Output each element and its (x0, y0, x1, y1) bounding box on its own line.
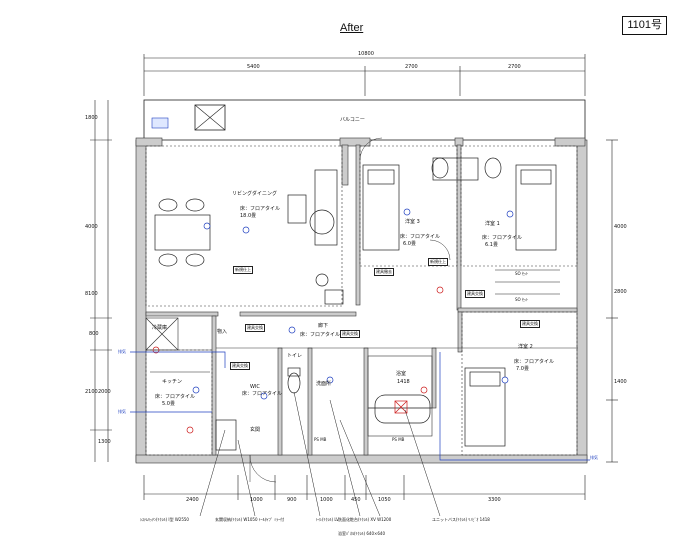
room-bath-size: 1418 (397, 379, 410, 385)
dimension-right-3: 1400 (614, 379, 627, 385)
dimension-left-4: 2100 (85, 389, 98, 395)
room-bedroom1-name: 洋室 1 (485, 221, 500, 227)
tag-change-1: 建具交換 (465, 290, 485, 298)
tag-change-4: 建具交換 (340, 330, 360, 338)
dimension-bottom-6: 1050 (378, 497, 391, 503)
room-bedroom2-finish: 床：フロアタイル (514, 359, 555, 365)
dimension-top-2: 2700 (405, 64, 418, 70)
tag-exhaust-2: 排気 (118, 409, 126, 414)
dimension-top-total: 10800 (358, 51, 374, 57)
dimension-right-2: 2800 (614, 289, 627, 295)
dimension-top-3: 2700 (508, 64, 521, 70)
note-vanity: 洗面化粧台(ﾘｸｼﾙ) XV W1200 (338, 517, 392, 522)
note-unit-bath: ユニットバス(ﾘｸｼﾙ) ﾘﾉﾋﾞｵ 1418 (432, 517, 490, 522)
dimension-left-total: 8100 (85, 291, 98, 297)
dimension-left-2: 4000 (85, 224, 98, 230)
note-toilet: ﾄｲﾚ(ﾘｸｼﾙ) LV (316, 517, 339, 522)
dimension-bottom-4: 1000 (320, 497, 333, 503)
dimension-bottom-7: 3300 (488, 497, 501, 503)
note-bath-panel: 浴室ﾊﾟﾈﾙ(ﾘｸｼﾙ) 640×640 (338, 531, 386, 536)
tag-exhaust-1: 排気 (118, 349, 126, 354)
room-ldk-finish: 床：フロアタイル (240, 206, 281, 212)
room-hall-name: 廊下 (318, 323, 329, 329)
room-washroom-name: 洗面所 (316, 381, 332, 387)
room-bath-name: 浴室 (396, 371, 407, 377)
tag-ps-2: PS MB (392, 437, 405, 442)
room-kitchen-area: 5.0畳 (162, 401, 175, 407)
room-toilet-name: トイレ (287, 353, 303, 359)
tag-exhaust-3: 排気 (590, 455, 598, 460)
drawing-title: After (340, 22, 364, 34)
dimension-left-3: 800 (89, 331, 99, 337)
room-bedroom3-name: 洋室 3 (405, 219, 420, 225)
equipment-markers (192, 208, 514, 400)
room-bedroom2-name: 洋室 2 (518, 344, 533, 350)
room-wic-finish: 床：フロアタイル (242, 391, 283, 397)
dimension-bottom-3: 900 (287, 497, 297, 503)
room-storage-name: 物入 (217, 329, 228, 335)
room-bedroom3-area: 6.0畳 (403, 241, 416, 247)
room-ldk-area: 18.0畳 (240, 213, 257, 219)
storage-shelves (150, 269, 560, 373)
room-fridge-name: 冷蔵庫 (152, 325, 168, 331)
tag-change-2: 建具交換 (520, 320, 540, 328)
unit-number-badge: 1101号 (622, 16, 667, 35)
furniture (154, 157, 557, 451)
exhaust-duct (130, 351, 590, 461)
room-wic-name: WIC (250, 384, 260, 390)
dimension-bottom-5: 450 (351, 497, 361, 503)
tag-finish-new-2: 新規仕上 (233, 266, 253, 274)
room-hall-finish: 床：フロアタイル (300, 332, 341, 338)
tag-change-3: 建具交換 (245, 324, 265, 332)
dimension-left-5: 2000 (98, 389, 111, 395)
dimension-right-1: 4000 (614, 224, 627, 230)
red-markers (152, 286, 444, 434)
dimension-top-1: 5400 (247, 64, 260, 70)
note-entrance-storage: 玄関収納(ﾘｸｼﾙ) W1050 ﾄｰﾙﾀｲﾌﾟ ﾐﾗｰ付 (215, 517, 285, 522)
tag-shelf-1: SO ｾｯﾄ (515, 271, 528, 276)
tag-finish-new-1: 新規仕上 (428, 258, 448, 266)
tag-closet-1: 建具撤去 (374, 268, 394, 276)
leader-lines (199, 391, 441, 517)
tag-change-5: 建具交換 (230, 362, 250, 370)
room-balcony: バルコニー (340, 117, 365, 123)
door-swings (249, 137, 451, 483)
room-ldk-name: リビングダイニング (232, 191, 278, 197)
dimension-lines (90, 54, 618, 500)
room-kitchen-finish: 床：フロアタイル (155, 394, 196, 400)
room-kitchen-name: キッチン (162, 379, 183, 385)
room-bedroom1-finish: 床：フロアタイル (482, 235, 523, 241)
note-system-kitchen: ｼｽﾃﾑｷｯﾁﾝ(ﾘｸｼﾙ) I型 W2550 (140, 517, 189, 522)
partitions (145, 145, 578, 456)
room-bedroom1-area: 6.1畳 (485, 242, 498, 248)
dimension-bottom-1: 2400 (186, 497, 199, 503)
dimension-bottom-2: 1000 (250, 497, 263, 503)
room-bedroom3-finish: 床：フロアタイル (400, 234, 441, 240)
dimension-left-6: 1300 (98, 439, 111, 445)
dimension-left-1: 1800 (85, 115, 98, 121)
tag-ps-1: PS MB (314, 437, 327, 442)
room-bedroom2-area: 7.0畳 (516, 366, 529, 372)
room-entrance-name: 玄関 (250, 427, 261, 433)
tag-shelf-2: SO ｾｯﾄ (515, 297, 528, 302)
